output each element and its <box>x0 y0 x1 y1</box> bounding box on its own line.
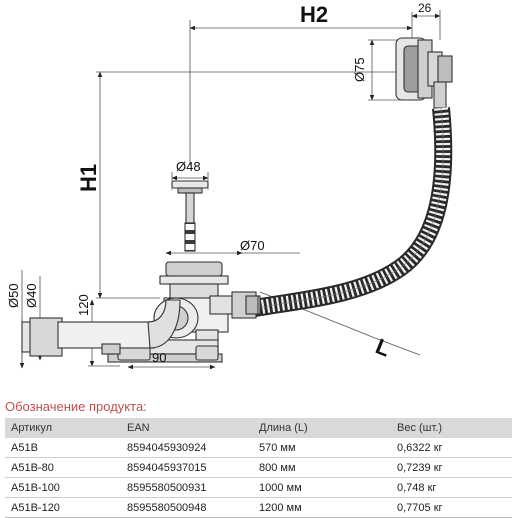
dim-90-label: 90 <box>152 350 166 365</box>
cell-weight: 0,6322 кг <box>391 438 512 458</box>
product-table: Артикул EAN Длина (L) Вес (шт.) A51B 859… <box>5 418 512 518</box>
dim-26-label: 26 <box>418 1 432 15</box>
cell-weight: 0,7705 кг <box>391 497 512 518</box>
cell-article: A51B <box>5 438 121 458</box>
cell-length: 1200 мм <box>253 497 391 518</box>
dim-length-label: L <box>372 333 394 361</box>
dim-120-label: 120 <box>76 294 91 316</box>
cell-length: 570 мм <box>253 438 391 458</box>
product-section-title: Обозначение продукта: <box>5 399 147 414</box>
cell-weight: 0,748 кг <box>391 477 512 498</box>
cell-article: A51B-100 <box>5 477 121 498</box>
cell-ean: 8594045930924 <box>121 438 253 458</box>
cell-ean: 8595580500948 <box>121 497 253 518</box>
technical-drawing: H2 26 Ø75 H1 Ø48 Ø70 Ø50 Ø40 120 90 L <box>6 1 453 370</box>
dim-h1-label: H1 <box>76 164 101 192</box>
cell-length: 1000 мм <box>253 477 391 498</box>
dim-d40-label: Ø40 <box>24 283 39 308</box>
dim-d75-label: Ø75 <box>352 57 367 82</box>
column-header-length: Длина (L) <box>253 418 391 438</box>
cell-weight: 0,7239 кг <box>391 457 512 478</box>
table-row: A51B-100 8595580500931 1000 мм 0,748 кг <box>5 477 512 498</box>
cell-ean: 8595580500931 <box>121 477 253 498</box>
dim-d48-label: Ø48 <box>176 159 201 174</box>
dim-d70-label: Ø70 <box>240 238 265 253</box>
cell-article: A51B-120 <box>5 497 121 518</box>
dim-d50-label: Ø50 <box>6 283 21 308</box>
column-header-article: Артикул <box>5 418 121 438</box>
table-header-row: Артикул EAN Длина (L) Вес (шт.) <box>5 418 512 438</box>
table-row: A51B-80 8594045937015 800 мм 0,7239 кг <box>5 457 512 478</box>
corrugated-hose <box>253 107 453 317</box>
cell-length: 800 мм <box>253 457 391 478</box>
overflow-head <box>395 37 453 109</box>
cell-ean: 8594045937015 <box>121 457 253 478</box>
table-row: A51B-120 8595580500948 1200 мм 0,7705 кг <box>5 497 512 518</box>
table-row: A51B 8594045930924 570 мм 0,6322 кг <box>5 438 512 458</box>
column-header-ean: EAN <box>121 418 253 438</box>
dim-h2-label: H2 <box>300 2 328 27</box>
outlet-pipe <box>21 299 181 357</box>
cell-article: A51B-80 <box>5 457 121 478</box>
drain-plug <box>171 180 209 252</box>
column-header-weight: Вес (шт.) <box>391 418 512 438</box>
